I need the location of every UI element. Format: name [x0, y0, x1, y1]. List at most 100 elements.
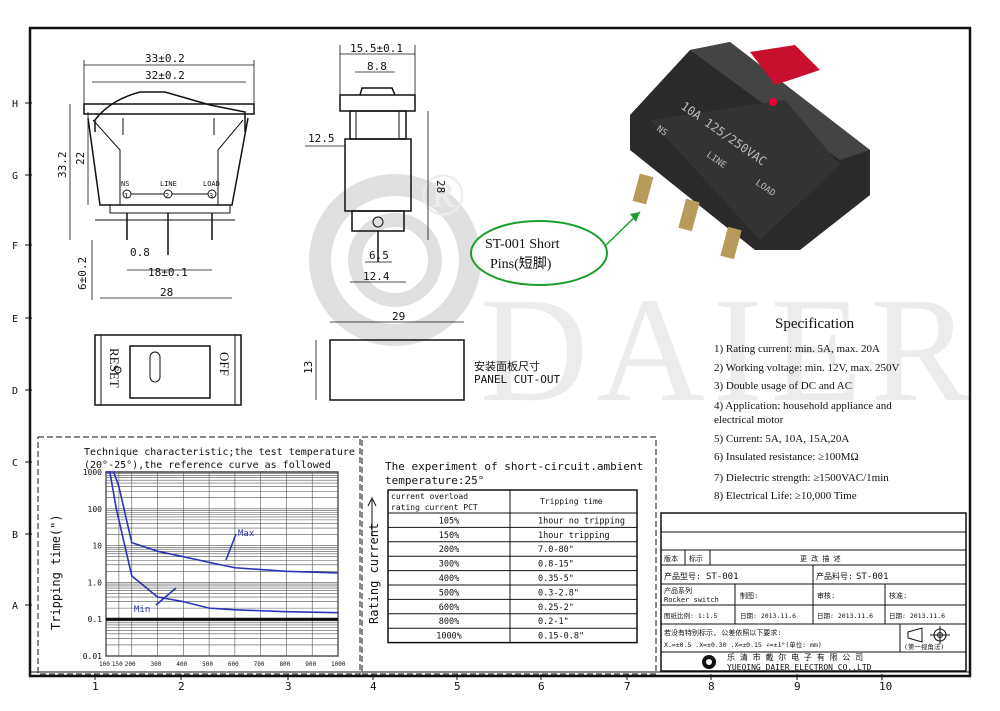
- sc-table-frame: [387, 489, 638, 644]
- sc-header-3: Tripping time: [540, 497, 603, 506]
- chart-point: [115, 508, 118, 510]
- sc-row-pct: 150%: [439, 531, 459, 541]
- col-label-9: 9: [794, 680, 801, 693]
- sc-row-time: 0.15-0.8": [538, 632, 584, 642]
- chart-point: [234, 609, 236, 611]
- cutout-label-cn: 安装面板尺寸: [474, 359, 540, 373]
- col-label-6: 6: [538, 680, 545, 693]
- terminal-number-1: 1: [124, 192, 128, 200]
- chart-point: [182, 600, 185, 603]
- dim-22: 22: [74, 152, 87, 165]
- cutout-width: 29: [392, 310, 405, 323]
- row-label-F: F: [12, 241, 18, 252]
- chart-y-tick: 1000: [83, 468, 102, 477]
- spec-item: 5) Current: 5A, 10A, 15A,20A: [714, 433, 849, 445]
- row-label-A: A: [12, 601, 18, 612]
- tb-approve-label: 核准:: [889, 591, 907, 600]
- tb-projection: (第一视角法): [904, 642, 944, 651]
- chart-y-tick: 100: [88, 505, 103, 514]
- chart-x-tick: 600: [228, 661, 239, 668]
- row-label-B: B: [12, 530, 18, 541]
- chart-series-label-min: Min: [134, 605, 150, 615]
- chart-title-line-2: (20°-25°),the reference curve as followe…: [84, 460, 331, 471]
- chart-point: [182, 555, 185, 558]
- tb-rev-h3: 更 改 描 述: [800, 554, 841, 563]
- chart-point: [337, 611, 339, 614]
- dim-33: 33±0.2: [145, 52, 185, 65]
- chart-point: [285, 570, 288, 573]
- chart-x-tick: 900: [305, 661, 316, 668]
- spec-item: electrical motor: [714, 414, 784, 426]
- tb-tolerance: X.=±0.5 .X=±0.30 .X=±0.15 ∠=±1°(单位: mm): [664, 640, 822, 649]
- tb-series-value: Rocker switch: [664, 596, 719, 604]
- daier-watermark: DAIER ®: [309, 162, 970, 433]
- off-label: OFF: [217, 352, 232, 376]
- chart-x-tick: 800: [279, 661, 290, 668]
- row-label-H: H: [12, 99, 18, 110]
- terminal-label-line: LINE: [160, 180, 177, 188]
- chart-y-tick: 0.01: [83, 652, 102, 661]
- callout-line-1: ST-001 Short: [485, 237, 560, 252]
- dim-12-5: 12.5: [308, 132, 335, 145]
- chart-ylabel: Tripping time("): [49, 514, 63, 630]
- tb-product-no-label: 产品型号:: [664, 571, 701, 581]
- row-label-G: G: [12, 171, 18, 182]
- sc-row-pct: 400%: [439, 574, 459, 584]
- sc-row-time: 0.8-15": [538, 560, 574, 570]
- col-label-10: 10: [879, 680, 892, 693]
- chart-point: [118, 485, 120, 488]
- tb-rev-h1: 版本: [664, 554, 678, 563]
- tripping-time-chart: Technique characteristic;the test temper…: [37, 436, 361, 675]
- spec-item: 1) Rating current: min. 5A, max. 20A: [714, 343, 880, 355]
- chart-y-tick: 10: [92, 542, 102, 551]
- sc-title-line-2: temperature:25°: [385, 474, 484, 487]
- chart-y-tick: 1.0: [88, 578, 103, 587]
- chart-title-line-1: Technique characteristic;the test temper…: [84, 447, 355, 458]
- sc-header-1: current overload: [391, 492, 468, 501]
- first-angle-projection-icon: [907, 626, 950, 644]
- dim-8-8: 8.8: [367, 60, 387, 73]
- sc-row-pct: 300%: [439, 560, 459, 570]
- spec-item: 3) Double usage of DC and AC: [714, 380, 852, 392]
- chart-x-tick: 700: [254, 661, 265, 668]
- chart-point: [109, 471, 111, 473]
- dim-18: 18±0.1: [148, 266, 188, 279]
- spec-item: 6) Insulated resistance: ≥100MΩ: [714, 451, 859, 463]
- terminal-label-ns: NS: [121, 180, 129, 188]
- product-photo: 10A 125/250VAC NS LINE LOAD ST-001 Short…: [470, 42, 870, 286]
- chart-point: [130, 541, 133, 544]
- dim-33-2: 33.2: [56, 152, 69, 179]
- chart-x-tick: 100: [99, 661, 110, 668]
- cutout-height: 13: [302, 361, 315, 374]
- chart-point: [285, 610, 288, 613]
- sc-row-time: 0.25-2": [538, 603, 574, 613]
- sc-row-time: 0.2-1": [538, 617, 569, 627]
- terminal-number-3: 3: [209, 192, 213, 200]
- dim-12-4: 12.4: [363, 270, 390, 283]
- chart-x-tick: 200: [125, 661, 136, 668]
- sc-row-pct: 1000%: [436, 632, 462, 642]
- dim-6: 6±0.2: [76, 257, 89, 290]
- col-label-7: 7: [624, 680, 631, 693]
- sc-row-time: 1hour no tripping: [538, 516, 625, 526]
- sc-row-pct: 800%: [439, 617, 459, 627]
- chart-point: [337, 572, 339, 574]
- tb-date-2: 日期: 2013.11.6: [817, 612, 873, 620]
- col-label-4: 4: [370, 680, 377, 693]
- tb-date-3: 日期: 2013.11.6: [889, 612, 945, 620]
- cutout-label-en: PANEL CUT-OUT: [474, 373, 560, 386]
- chart-label-leader-max: [225, 533, 237, 561]
- row-label-C: C: [12, 458, 18, 469]
- chart-x-tick: 1000: [331, 661, 346, 668]
- chart-y-tick: 0.1: [88, 615, 103, 624]
- sc-row-pct: 600%: [439, 603, 459, 613]
- dim-28-side: 28: [434, 180, 447, 193]
- chart-x-tick: 400: [176, 661, 187, 668]
- sc-row-time: 1hour tripping: [538, 531, 610, 541]
- dim-6-5: 6.5: [369, 249, 389, 262]
- callout-line-2: Pins(短脚): [490, 256, 552, 272]
- sc-title-line-1: The experiment of short-circuit.ambient: [385, 460, 643, 473]
- side-view: 15.5±0.1 8.8 12.5 28 6.5 12.4: [305, 42, 447, 283]
